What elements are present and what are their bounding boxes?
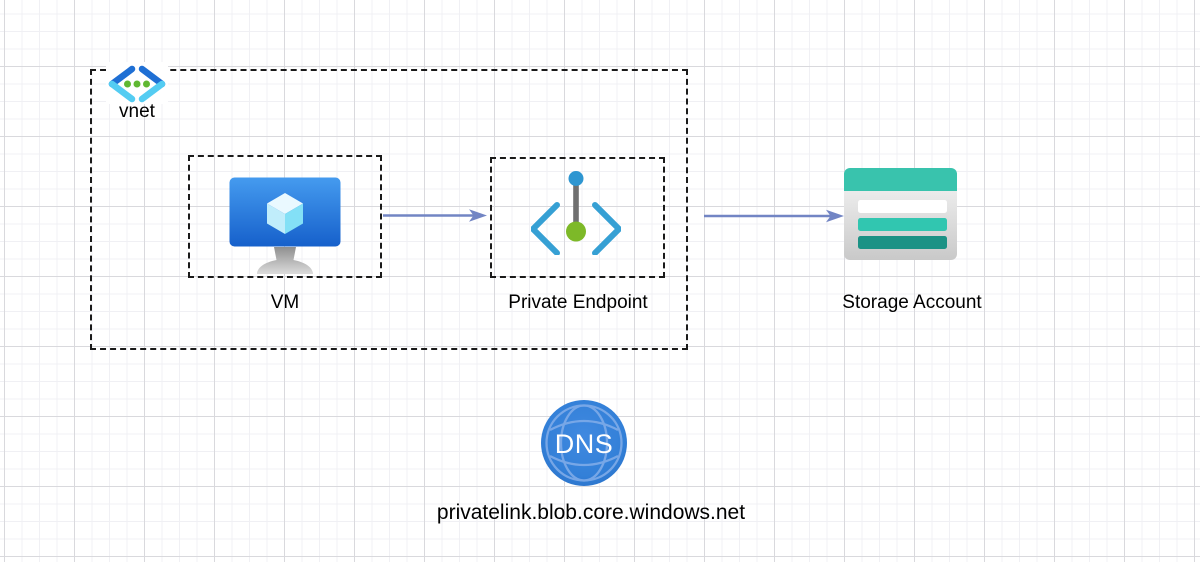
private-endpoint-label: Private Endpoint xyxy=(508,292,648,313)
arrow-private-endpoint-to-storage xyxy=(704,209,844,223)
virtual-network-icon xyxy=(106,62,168,104)
dns-zone-label: privatelink.blob.core.windows.net xyxy=(436,501,746,524)
vm-node-box xyxy=(188,155,382,278)
vnet-label: vnet xyxy=(119,101,155,122)
dns-globe-icon: DNS xyxy=(541,400,627,486)
vnet-container xyxy=(90,69,688,350)
vm-label: VM xyxy=(270,292,300,313)
dns-icon-text: DNS xyxy=(555,429,614,459)
private-endpoint-icon xyxy=(531,171,621,255)
virtual-machine-icon xyxy=(229,177,341,274)
storage-account-label: Storage Account xyxy=(842,292,982,313)
private-endpoint-node-box xyxy=(490,157,665,278)
storage-account-icon xyxy=(844,168,957,260)
